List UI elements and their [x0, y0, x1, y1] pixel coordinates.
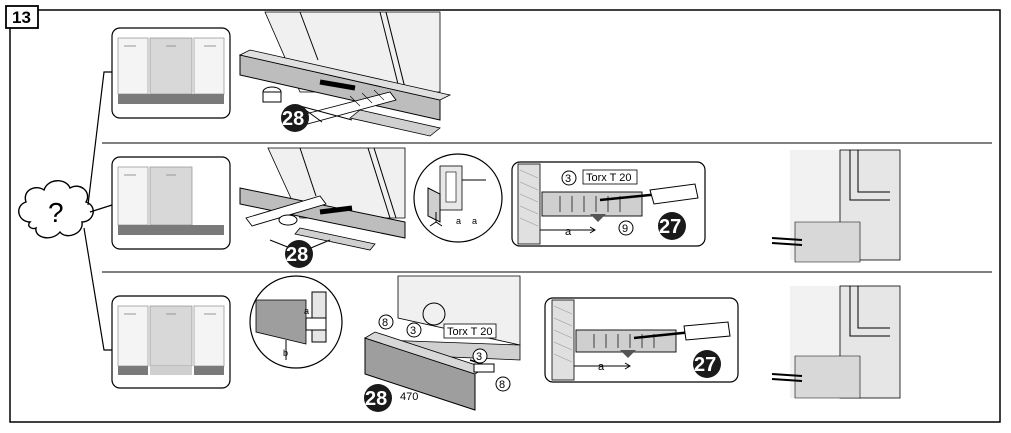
row2-plinth-illustration — [239, 147, 406, 251]
row2-dim-a: a — [565, 226, 572, 238]
row2-badge-27: 27 — [658, 212, 686, 240]
row3-plinth-board — [364, 331, 495, 411]
row2-detail-circle: a a — [413, 153, 503, 243]
row3-badge-28: 28 — [364, 384, 392, 412]
row3-ref-screw-circle — [406, 322, 422, 338]
thumbnail-row-1 — [111, 27, 231, 119]
thumbnail-row-3 — [111, 295, 231, 389]
row1-plinth-illustration — [238, 11, 452, 137]
row3-tool-label: Torx T 20 — [447, 326, 492, 338]
row2-screw-ref: 3 — [565, 173, 571, 185]
row2-part-ref-circle — [618, 220, 634, 236]
row3-length: 470 — [400, 391, 418, 403]
svg-text:28: 28 — [286, 244, 308, 266]
diagram-frame — [9, 9, 1001, 423]
svg-text:27: 27 — [694, 354, 716, 376]
svg-text:27: 27 — [659, 216, 681, 238]
svg-text:28: 28 — [282, 108, 304, 130]
svg-text:28: 28 — [365, 388, 387, 410]
step-number: 13 — [12, 8, 31, 27]
question-cloud: ? — [18, 180, 94, 239]
row3-dim-b: b — [283, 348, 288, 358]
svg-text:a: a — [456, 216, 461, 226]
question-mark: ? — [48, 197, 64, 228]
row3-ref-part-2: 8 — [499, 379, 505, 391]
row3-ref-screw-2-circle — [472, 348, 488, 364]
row2-screwdriver-panel — [511, 161, 706, 247]
svg-text:a: a — [472, 216, 477, 226]
row2-installed-view — [771, 149, 901, 263]
step-number-box — [5, 5, 39, 29]
row1-badge: 28 — [281, 104, 309, 132]
row3-screwdriver-panel — [544, 297, 739, 383]
thumbnail-row-2 — [111, 156, 231, 250]
branch-lines — [83, 71, 113, 351]
row3-dim-a: a — [304, 306, 309, 316]
row3-ref-screw: 3 — [410, 325, 416, 337]
row3-ref-part-2-circle — [495, 376, 511, 392]
row3-ref-screw-2: 3 — [476, 351, 482, 363]
row2-screw-ref-circle — [561, 170, 577, 186]
row3-ref-top: 8 — [382, 317, 388, 329]
row3-tool-label-box — [443, 323, 497, 339]
row2-tool-label-box — [582, 169, 638, 185]
row2-part-ref: 9 — [622, 223, 628, 235]
row3-ref-top-circle — [378, 314, 394, 330]
row3-badge-27: 27 — [693, 350, 721, 378]
row3-dim-a-panel: a — [598, 361, 605, 373]
row3-installed-view — [771, 285, 901, 399]
row2-tool-label: Torx T 20 — [586, 172, 631, 184]
row2-badge-28: 28 — [285, 240, 313, 268]
row3-detail-circle — [249, 275, 343, 369]
